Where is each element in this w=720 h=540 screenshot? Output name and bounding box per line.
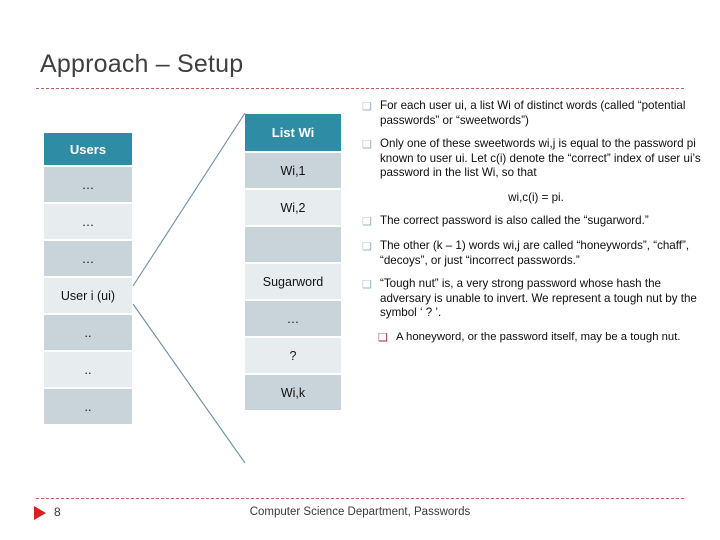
users-table: Users … … … User i (ui) .. .. .. [44,133,132,426]
square-bullet-icon: ❑ [362,215,372,228]
connector-line-bottom [132,303,246,464]
table-row[interactable] [245,227,341,264]
equation: wi,c(i) = pi. [508,190,564,204]
title-divider [36,88,684,89]
bullet-text: For each user ui, a list Wi of distinct … [380,99,686,127]
square-bullet-icon: ❑ [362,240,372,253]
square-bullet-icon: ❑ [362,101,372,113]
table-row[interactable]: .. [44,315,132,352]
table-row[interactable]: Wi,2 [245,190,341,227]
footer-divider [36,498,684,499]
table-row[interactable]: … [44,204,132,241]
table-row[interactable]: .. [44,352,132,389]
bullet-text: Only one of these sweetwords wi,j is equ… [380,137,701,180]
list-item: ❑ “Tough nut” is, a very strong password… [362,277,710,321]
table-row-tough-nut[interactable]: ? [245,338,341,375]
square-bullet-icon: ❑ [362,279,372,292]
list-item: ❑ The other (k – 1) words wi,j are calle… [362,239,710,268]
connector-line-top [132,112,246,287]
list-wi-table-header: List Wi [245,114,341,153]
play-triangle-icon [34,506,46,520]
page-number: 8 [54,505,61,519]
table-row-sugarword[interactable]: Sugarword [245,264,341,301]
table-row[interactable]: … [44,241,132,278]
table-row-user-i[interactable]: User i (ui) [44,278,132,315]
page-title: Approach – Setup [40,50,244,78]
list-wi-table: List Wi Wi,1 Wi,2 Sugarword … ? Wi,k [245,114,341,412]
list-item-sub: ❑ A honeyword, or the password itself, m… [378,330,710,346]
list-item: ❑ Only one of these sweetwords wi,j is e… [362,137,710,181]
table-row[interactable]: Wi,1 [245,153,341,190]
square-bullet-icon: ❑ [362,139,372,152]
square-bullet-icon: ❑ [378,331,388,344]
table-row[interactable]: Wi,k [245,375,341,412]
users-table-header: Users [44,133,132,167]
footer-text: Computer Science Department, Passwords [249,506,471,518]
bullet-text: “Tough nut” is, a very strong password w… [380,277,697,320]
bullet-list: ❑ For each user ui, a list Wi of distinc… [362,99,710,355]
bullet-text: A honeyword, or the password itself, may… [396,330,681,343]
list-item: ❑ For each user ui, a list Wi of distinc… [362,99,710,128]
table-row[interactable]: … [44,167,132,204]
bullet-text: The other (k – 1) words wi,j are called … [380,238,690,267]
bullet-text: The correct password is also called the … [380,213,649,227]
table-row[interactable]: … [245,301,341,338]
list-item: ❑ The correct password is also called th… [362,214,710,230]
table-row[interactable]: .. [44,389,132,426]
